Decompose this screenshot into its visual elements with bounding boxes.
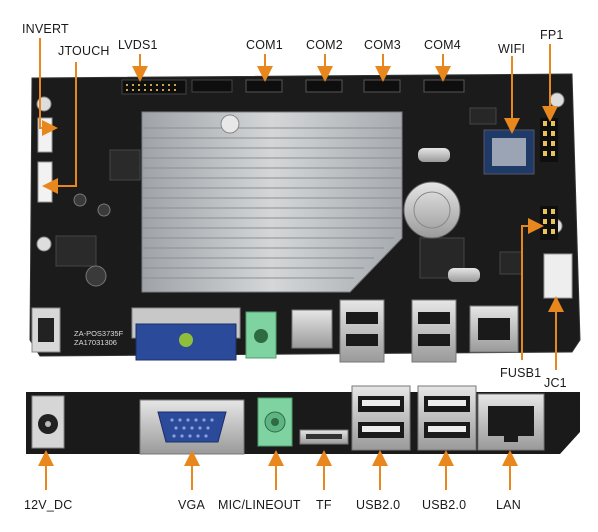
jtouch-connector bbox=[37, 161, 53, 203]
dc-jack-top bbox=[31, 307, 61, 353]
label-com4: COM4 bbox=[424, 38, 461, 52]
jc1-connector bbox=[543, 253, 573, 299]
heatsink bbox=[141, 111, 403, 293]
label-lan: LAN bbox=[496, 498, 521, 512]
crystal bbox=[418, 148, 450, 162]
usb-port-side-b bbox=[417, 385, 477, 451]
chip bbox=[109, 149, 141, 181]
label-lvds1: LVDS1 bbox=[118, 38, 158, 52]
arrow-jtouch bbox=[42, 62, 77, 194]
label-jtouch: JTOUCH bbox=[58, 44, 110, 58]
board-silk-serial: ZA17031306 bbox=[74, 338, 117, 347]
label-invert: INVERT bbox=[22, 22, 69, 36]
crystal bbox=[448, 268, 480, 282]
tf-slot-top bbox=[291, 309, 333, 349]
audio-jack-side bbox=[257, 397, 293, 447]
board-silk-model: ZA-POS3735F bbox=[74, 329, 124, 338]
fp1-header bbox=[540, 118, 558, 162]
label-usb-b: USB2.0 bbox=[422, 498, 467, 512]
capacitor bbox=[97, 203, 111, 217]
label-fusb1: FUSB1 bbox=[500, 366, 542, 380]
arrow-fusb1 bbox=[521, 218, 544, 360]
audio-jack-top bbox=[245, 311, 277, 359]
capacitor bbox=[85, 265, 107, 287]
tf-slot-side bbox=[299, 429, 349, 445]
com4-connector bbox=[423, 79, 465, 93]
lan-port-top bbox=[469, 305, 519, 353]
wifi-module bbox=[483, 129, 535, 175]
header-strip bbox=[191, 79, 233, 93]
label-usb-a: USB2.0 bbox=[356, 498, 401, 512]
dc-jack-side bbox=[31, 395, 65, 449]
com3-connector bbox=[363, 79, 401, 93]
vga-port-side bbox=[139, 399, 245, 455]
callout-arrows bbox=[38, 38, 564, 490]
label-com3: COM3 bbox=[364, 38, 401, 52]
label-com2: COM2 bbox=[306, 38, 343, 52]
com2-connector bbox=[305, 79, 343, 93]
label-tf: TF bbox=[316, 498, 332, 512]
com1-connector bbox=[245, 79, 283, 93]
usb-port-top-a bbox=[339, 299, 385, 363]
capacitor bbox=[73, 193, 87, 207]
vga-port-top bbox=[131, 307, 241, 361]
fusb1-header bbox=[540, 206, 558, 240]
arrow-invert bbox=[39, 38, 58, 136]
label-12v-dc: 12V_DC bbox=[24, 498, 73, 512]
label-com1: COM1 bbox=[246, 38, 283, 52]
chip bbox=[55, 235, 97, 267]
label-jc1: JC1 bbox=[544, 376, 567, 390]
label-wifi: WIFI bbox=[498, 42, 526, 56]
label-mic-lineout: MIC/LINEOUT bbox=[218, 498, 301, 512]
label-fp1: FP1 bbox=[540, 28, 564, 42]
chip bbox=[469, 107, 497, 125]
lvds1-connector bbox=[121, 79, 187, 95]
label-vga: VGA bbox=[178, 498, 205, 512]
usb-port-side-a bbox=[351, 385, 411, 451]
cmos-battery bbox=[403, 181, 461, 239]
chip bbox=[499, 251, 523, 275]
usb-port-top-b bbox=[411, 299, 457, 363]
lan-port-side bbox=[477, 393, 545, 451]
